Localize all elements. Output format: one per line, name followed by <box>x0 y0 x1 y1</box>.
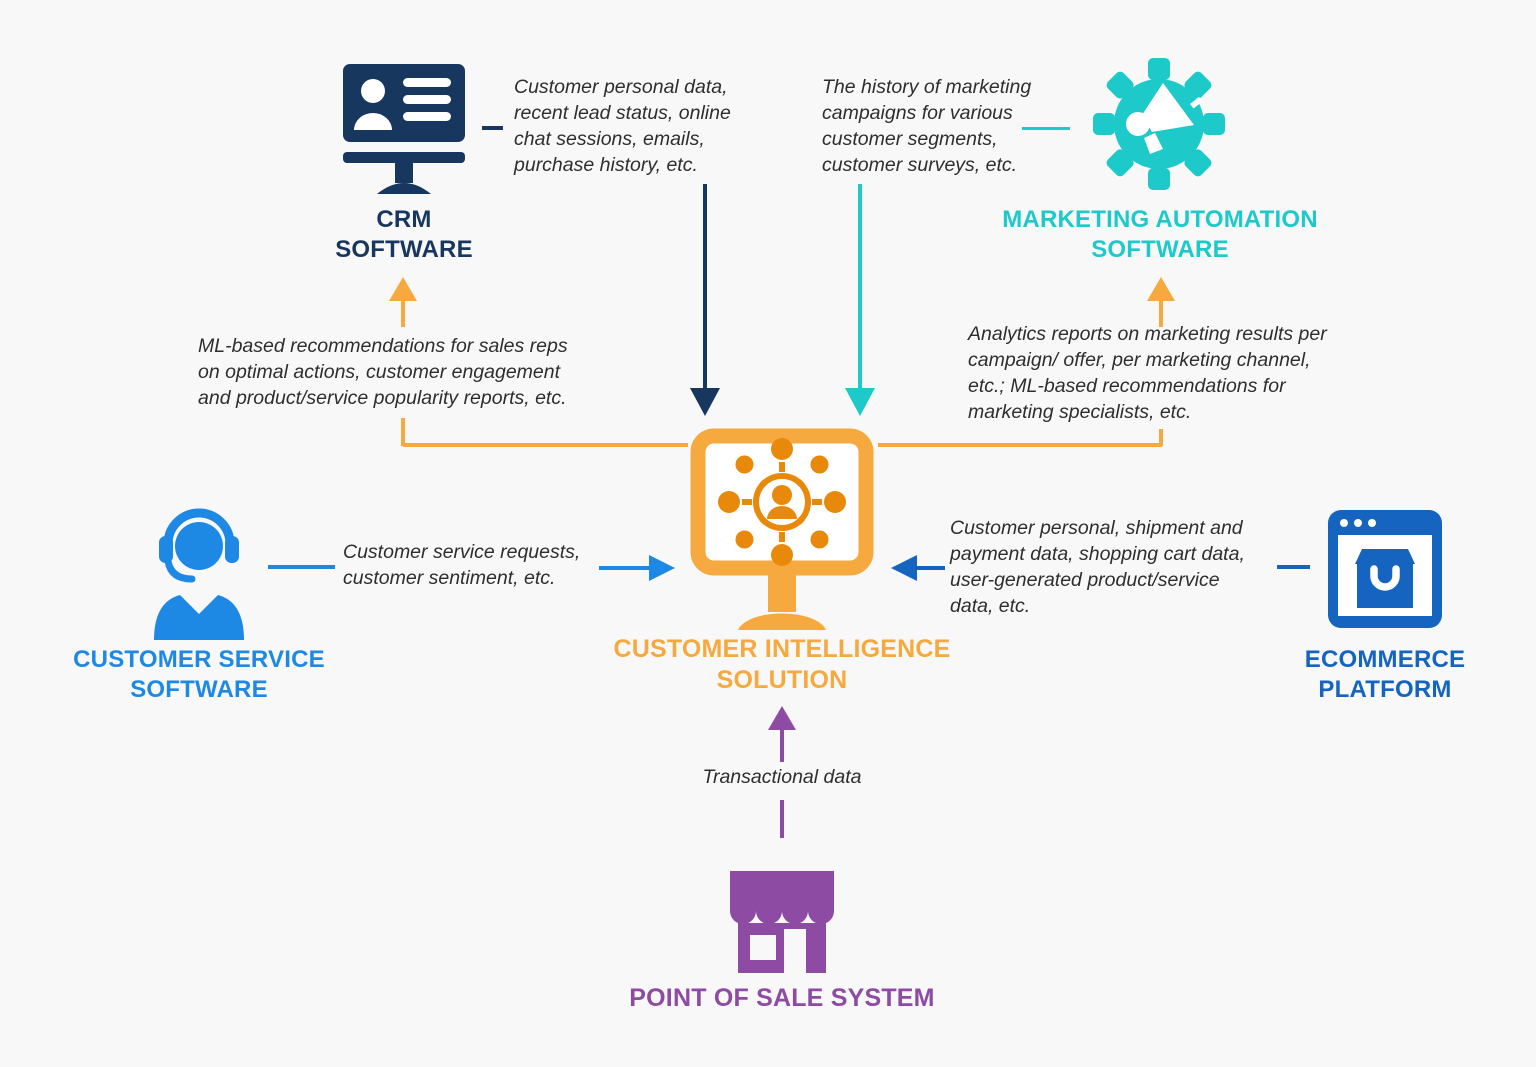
center-to-marketing-elbow-vertical <box>1159 429 1163 446</box>
customer-intelligence-monitor-icon <box>690 428 874 630</box>
center-to-crm-arrowhead <box>389 277 417 301</box>
center-to-marketing-annotation: Analytics reports on marketing results p… <box>968 323 1327 423</box>
service-to-center-arrow-line <box>599 566 651 570</box>
center-to-marketing-arrow-stem <box>1159 300 1163 327</box>
crm-monitor-icon <box>343 64 465 194</box>
pos-to-center-annotation: Transactional data <box>702 766 862 788</box>
crm-to-center-annotation: Customer personal data, recent lead stat… <box>514 76 731 176</box>
crm-to-center-arrow-line <box>703 184 707 389</box>
marketing-automation-label: MARKETING AUTOMATION SOFTWARE <box>960 205 1360 265</box>
service-label-line2: SOFTWARE <box>130 676 268 703</box>
pos-arrow-stem-lower <box>780 800 784 838</box>
service-label-line1: CUSTOMER SERVICE <box>73 646 325 673</box>
crm-label-line1: CRM <box>376 206 432 233</box>
pos-store-icon <box>730 871 834 973</box>
customer-intelligence-label: CUSTOMER INTELLIGENCE SOLUTION <box>575 634 989 696</box>
ecommerce-label-line2: PLATFORM <box>1318 676 1452 703</box>
ecommerce-text-connector-line <box>1277 565 1310 569</box>
ecommerce-to-center-arrowhead <box>891 555 917 581</box>
service-to-center-arrowhead <box>649 555 675 581</box>
crm-software-label: CRM SOFTWARE <box>254 205 554 265</box>
crm-label-line2: SOFTWARE <box>335 236 473 263</box>
marketing-gear-megaphone-icon <box>1093 58 1225 190</box>
marketing-label-line1: MARKETING AUTOMATION <box>1002 206 1318 233</box>
ecommerce-label-line1: ECOMMERCE <box>1304 646 1466 673</box>
point-of-sale-label: POINT OF SALE SYSTEM <box>582 983 982 1013</box>
ecommerce-platform-label: ECOMMERCE PLATFORM <box>1235 645 1535 705</box>
center-to-marketing-arrowhead <box>1147 277 1175 301</box>
ecommerce-to-center-annotation: Customer personal, shipment and payment … <box>950 517 1245 617</box>
marketing-to-center-arrow-line <box>858 184 862 389</box>
pos-label-line1: POINT OF SALE SYSTEM <box>629 984 935 1012</box>
center-to-crm-elbow-vertical <box>401 418 405 446</box>
center-to-marketing-elbow-horizontal <box>878 443 1162 447</box>
marketing-to-center-annotation: The history of marketing campaigns for v… <box>822 76 1032 176</box>
crm-to-center-arrowhead <box>690 388 720 416</box>
center-label-line2: SOLUTION <box>716 666 848 694</box>
marketing-to-center-arrowhead <box>845 388 875 416</box>
marketing-text-connector-line <box>1022 127 1070 130</box>
service-to-center-annotation: Customer service requests, customer sent… <box>343 541 581 589</box>
customer-service-label: CUSTOMER SERVICE SOFTWARE <box>49 645 349 705</box>
center-to-crm-arrow-stem <box>401 300 405 327</box>
center-label-line1: CUSTOMER INTELLIGENCE <box>613 635 951 663</box>
pos-to-center-arrowhead <box>768 706 796 730</box>
pos-arrow-stem-upper <box>780 729 784 762</box>
customer-service-agent-icon <box>154 508 244 640</box>
center-to-crm-annotation: ML-based recommendations for sales reps … <box>198 335 568 409</box>
crm-text-connector-line <box>482 126 503 130</box>
ecommerce-to-center-arrow-line <box>915 566 945 570</box>
service-text-connector-line <box>268 565 335 569</box>
marketing-label-line2: SOFTWARE <box>1091 236 1229 263</box>
center-to-crm-elbow-horizontal <box>403 443 688 447</box>
ecommerce-browser-bag-icon <box>1328 510 1442 628</box>
